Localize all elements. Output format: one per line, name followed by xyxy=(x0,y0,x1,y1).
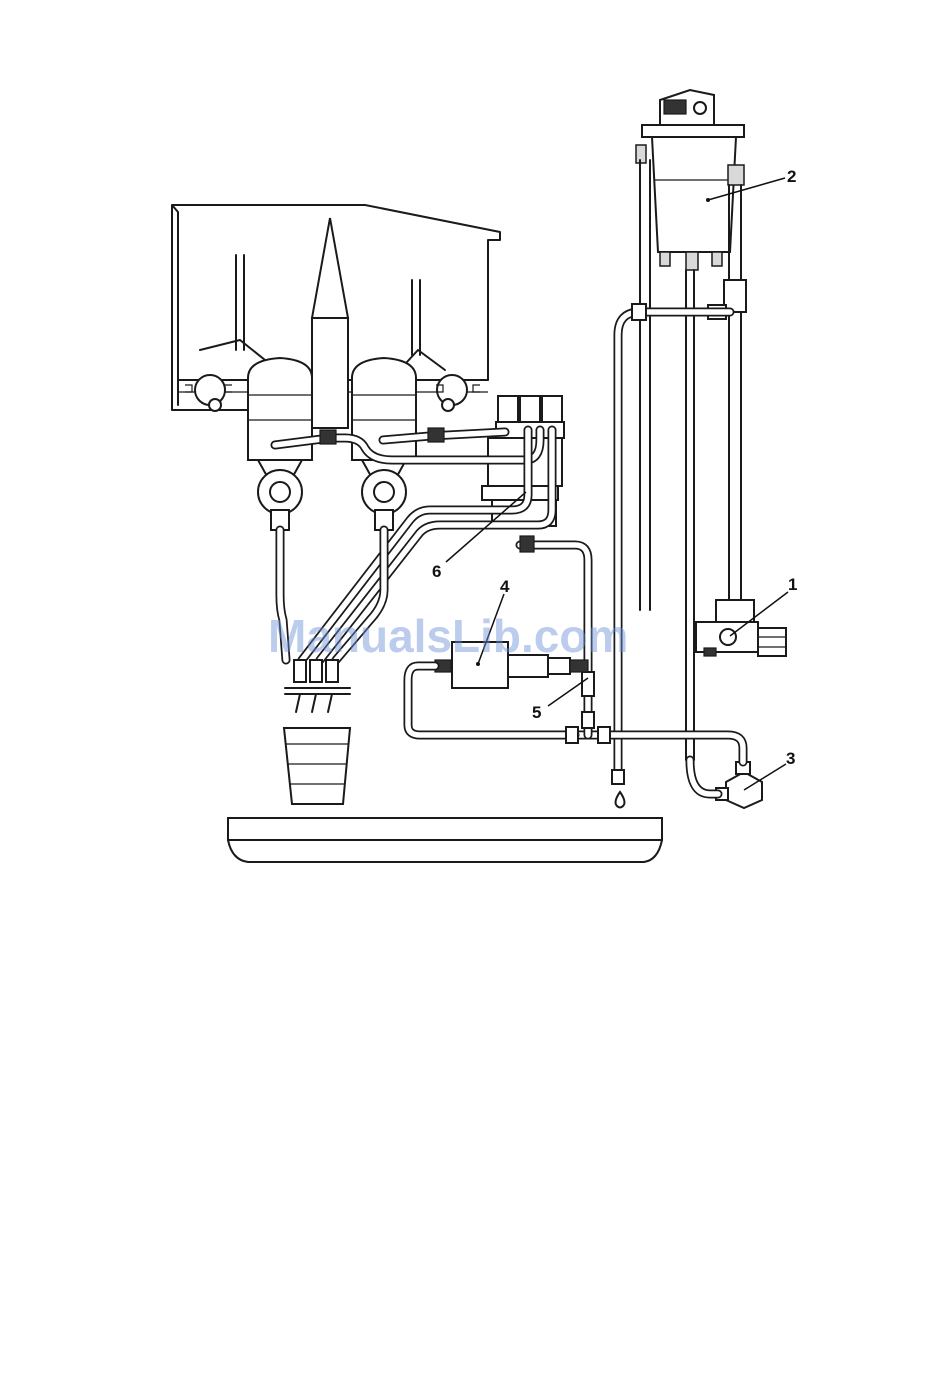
watermark: ManualsLib.com xyxy=(268,610,628,662)
dispense-nozzles xyxy=(285,660,350,712)
right-hopper xyxy=(352,280,467,530)
overflow-connector xyxy=(612,304,730,784)
callout-label-6: 6 xyxy=(432,562,441,581)
drip-tray xyxy=(228,818,662,862)
water-drip-icon xyxy=(616,792,625,808)
callout-label-2: 2 xyxy=(787,167,796,186)
callout-label-4: 4 xyxy=(500,577,510,596)
callout-label-3: 3 xyxy=(786,749,795,768)
water-tank xyxy=(636,90,744,270)
cup xyxy=(284,728,350,804)
callout-label-1: 1 xyxy=(788,575,797,594)
drain-valve xyxy=(570,735,762,808)
callout-label-5: 5 xyxy=(532,703,541,722)
center-cone xyxy=(312,218,348,428)
callout-5: 5 xyxy=(532,678,588,722)
left-hopper xyxy=(195,255,312,530)
